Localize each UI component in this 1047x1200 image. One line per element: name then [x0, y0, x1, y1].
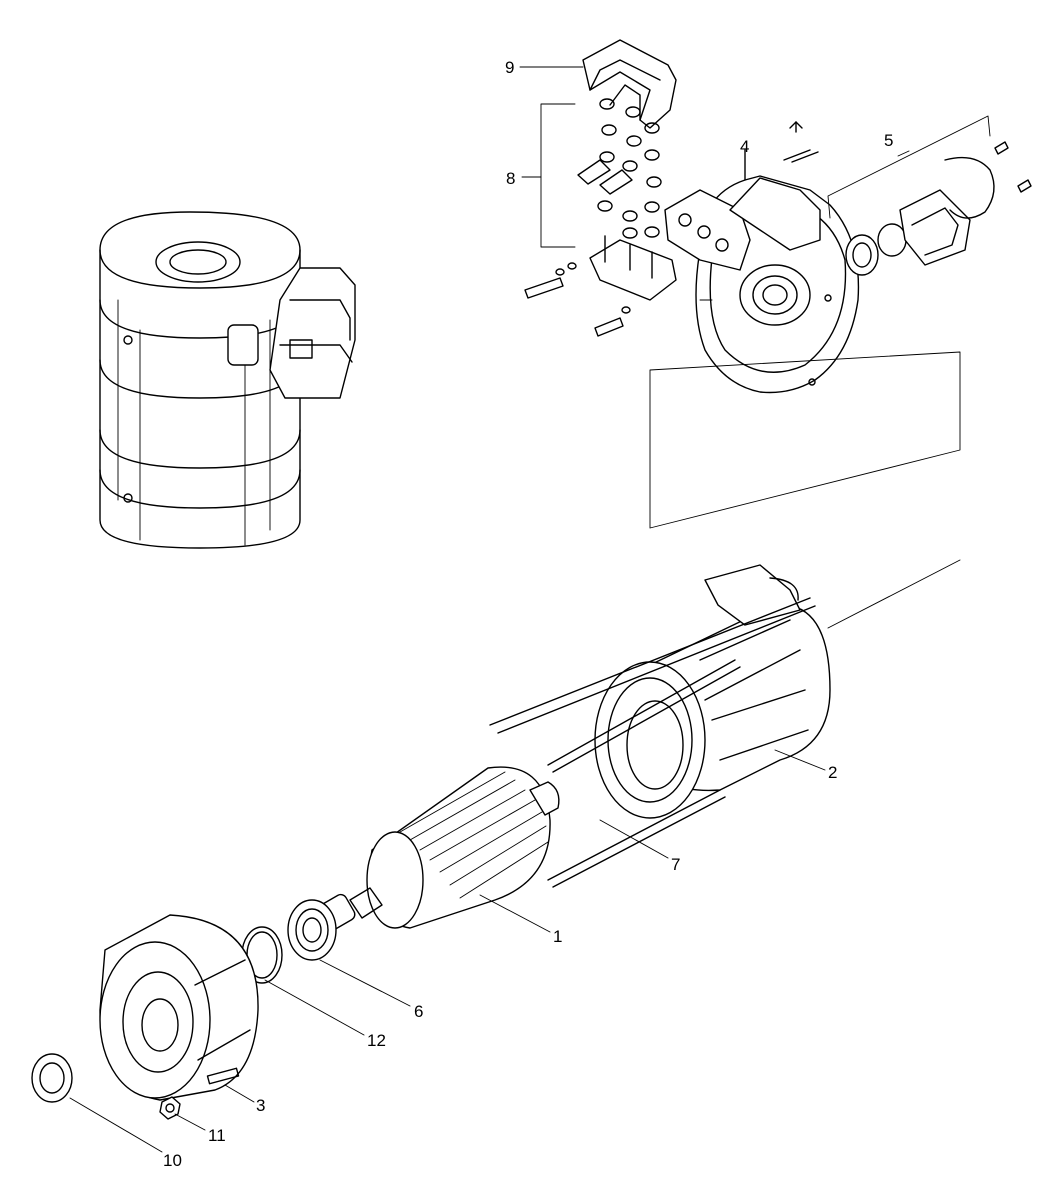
assembly-leader-line — [827, 559, 961, 629]
callout-leaders — [69, 66, 991, 1153]
callout-9: 9 — [505, 58, 514, 77]
assembly-leader-box — [649, 351, 961, 529]
oil-seal — [31, 1053, 73, 1103]
callout-4: 4 — [740, 137, 749, 156]
callout-2: 2 — [828, 763, 837, 782]
callout-11: 11 — [208, 1126, 226, 1145]
end-bracket — [664, 149, 860, 394]
stator-housing — [489, 564, 831, 888]
bearing — [287, 899, 337, 961]
terminal-cover — [582, 39, 677, 129]
callout-8: 8 — [506, 169, 515, 188]
callout-labels: 9 8 4 5 2 7 1 6 12 3 11 10 — [163, 58, 893, 1170]
armature — [318, 766, 560, 931]
callout-7: 7 — [671, 855, 680, 874]
assembled-generator — [99, 211, 356, 549]
nut — [159, 1096, 181, 1120]
callout-10: 10 — [163, 1151, 182, 1170]
callout-5: 5 — [884, 131, 893, 150]
brush-holder-assembly — [783, 121, 1032, 276]
terminal-hardware-set — [524, 98, 677, 337]
callout-12: 12 — [367, 1031, 386, 1050]
front-cover — [99, 914, 259, 1101]
callout-3: 3 — [256, 1096, 265, 1115]
callout-6: 6 — [414, 1002, 423, 1021]
callout-1: 1 — [553, 927, 562, 946]
